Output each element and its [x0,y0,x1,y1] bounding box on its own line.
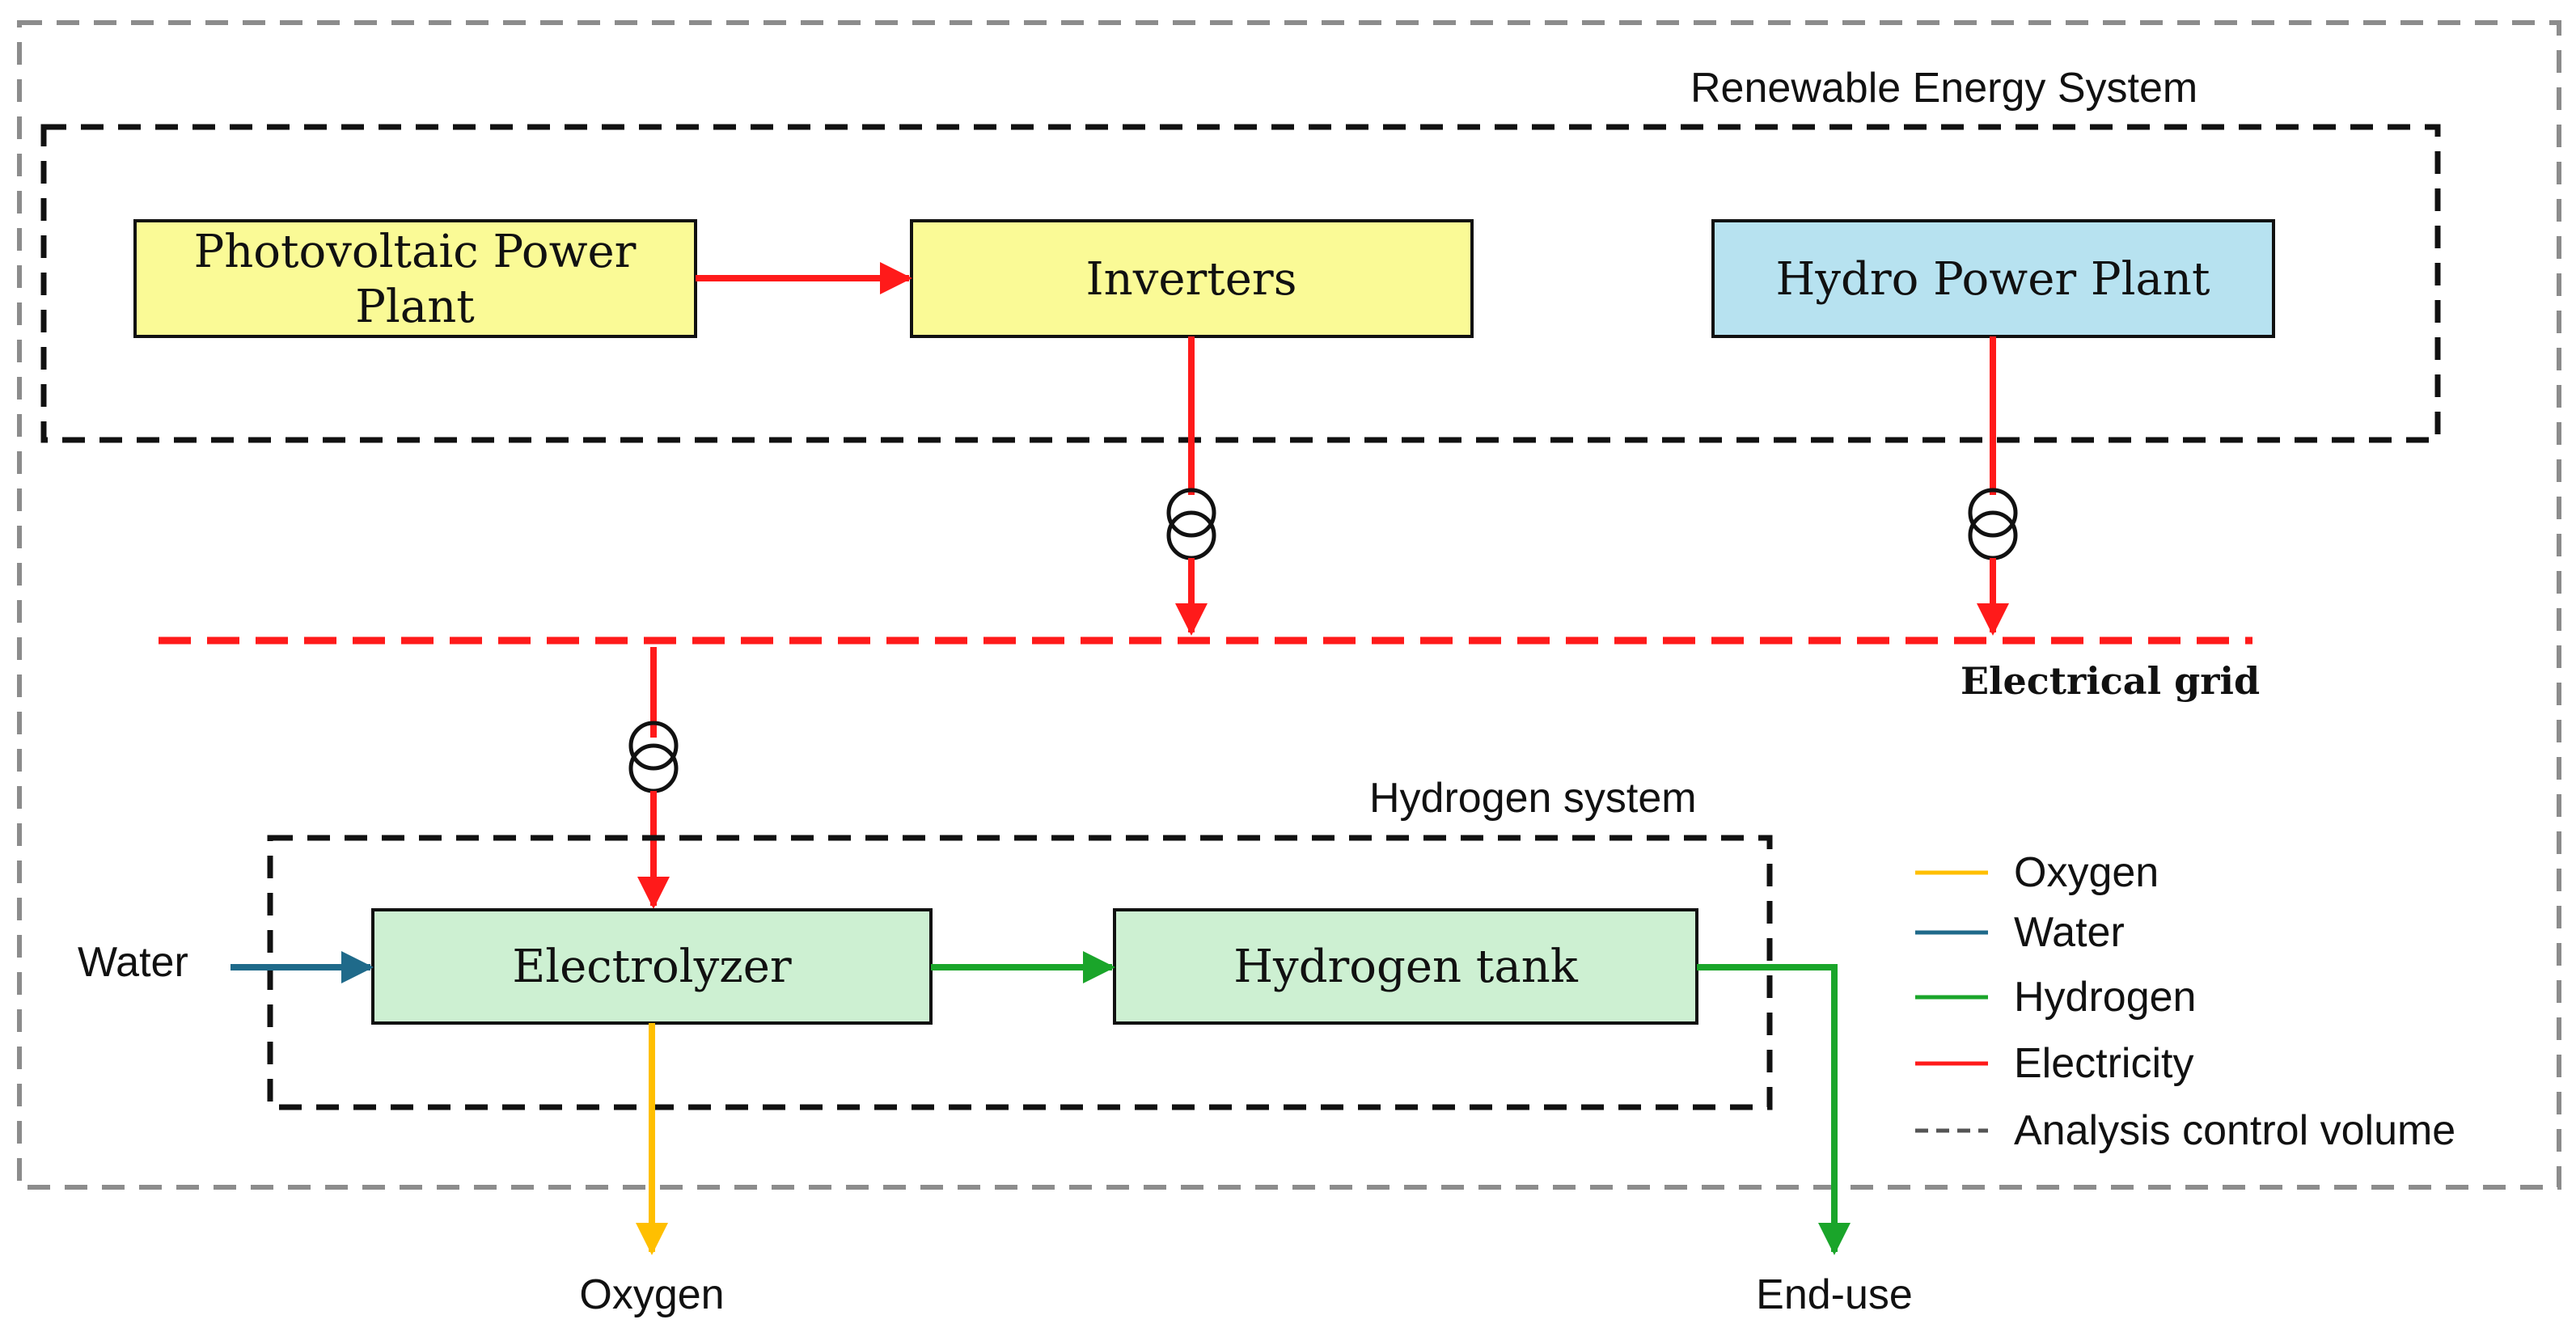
legend-label-water: Water [2014,909,2125,956]
renewable-system-boundary [40,124,2441,443]
legend-item-electricity: Electricity [1915,1040,2193,1087]
legend-item-water: Water [1915,909,2125,956]
electrolyzer-label: Electrolyzer [512,941,791,993]
renewable-system-label: Renewable Energy System [1690,65,2197,112]
legend: Oxygen Water Hydrogen Electricity Analys… [1915,849,2455,1154]
outer-boundary [17,20,2561,1190]
electrolyzer-box [371,908,933,1025]
legend-label-control-volume: Analysis control volume [2014,1107,2455,1154]
legend-label-hydrogen: Hydrogen [2014,974,2196,1021]
hydro-plant-label: Hydro Power Plant [1776,253,2210,306]
transformer-icon [1968,488,2018,560]
inverters-label: Inverters [1086,253,1297,306]
oxygen-output-label: Oxygen [579,1271,724,1318]
pv-plant-label-line1: Photovoltaic Power [194,226,637,278]
legend-item-control-volume: Analysis control volume [1915,1107,2455,1154]
water-input-label: Water [78,939,188,986]
hydro-plant-box [1711,219,2275,338]
transformer-icon [1166,488,1216,560]
electrical-grid-label: Electrical grid [1961,659,2260,703]
pv-plant-label-line2: Plant [355,281,475,333]
legend-item-oxygen: Oxygen [1915,849,2159,896]
legend-label-oxygen: Oxygen [2014,849,2159,896]
hydrogen-tank-label: Hydrogen tank [1233,941,1579,993]
hydrogen-system-label: Hydrogen system [1369,775,1697,822]
legend-item-hydrogen: Hydrogen [1915,974,2196,1021]
hydrogen-system-boundary [267,835,1773,1110]
legend-label-electricity: Electricity [2014,1040,2193,1087]
tank-to-end-use-arrow [1697,964,1851,1255]
end-use-label: End-use [1756,1271,1913,1318]
